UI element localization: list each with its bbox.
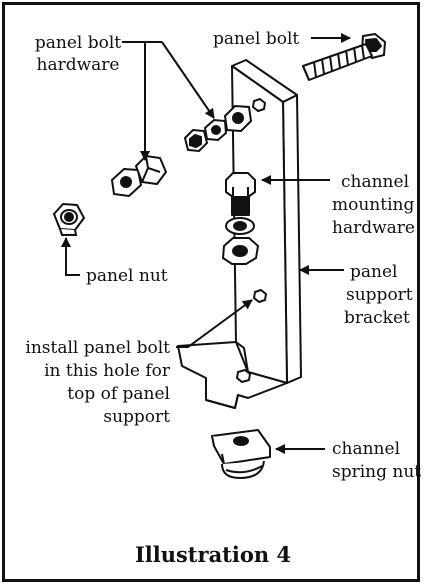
label-install-note-4: support [103,407,170,427]
label-panel-bolt-hardware-1: panel bolt [35,33,121,53]
label-install-note-1: install panel bolt [25,338,170,358]
panel-bolt-washer-inner [203,118,228,142]
leader-install-hole [176,299,253,348]
label-spring-nut-1: channel [332,439,400,459]
leader-panel-nut [61,237,80,276]
label-channel-mounting-2: mounting [332,195,414,215]
label-support-bracket-3: bracket [344,308,410,328]
label-support-bracket-2: support [346,285,413,305]
panel-bolt [302,33,386,81]
label-channel-mounting-1: channel [341,172,409,192]
label-install-note-2: in this hole for [44,361,171,381]
channel-spring-nut [211,429,271,479]
leader-bolt-hardware-washer [161,41,215,119]
label-support-bracket-1: panel [350,262,397,282]
panel-bolt-washer-outer [223,104,253,133]
label-channel-mounting-3: hardware [332,218,415,238]
figure-caption: Illustration 4 [135,542,291,567]
label-spring-nut-2: spring nut [332,462,421,482]
illustration-frame [2,2,420,582]
panel-bolt-hex-nut [183,128,209,153]
channel-mounting-bolt [225,172,256,216]
panel-bolt-lock-washer [110,167,143,198]
channel-lock-washer [225,217,255,235]
label-panel-bolt-hardware-2: hardware [37,55,120,75]
label-install-note-3: top of panel [67,384,170,404]
label-panel-nut: panel nut [86,266,168,286]
channel-flat-washer [221,237,260,265]
panel-bolt-cap-nut [134,154,168,186]
leader-lines [61,33,351,454]
label-panel-bolt: panel bolt [213,29,299,49]
panel-nut [52,202,86,236]
